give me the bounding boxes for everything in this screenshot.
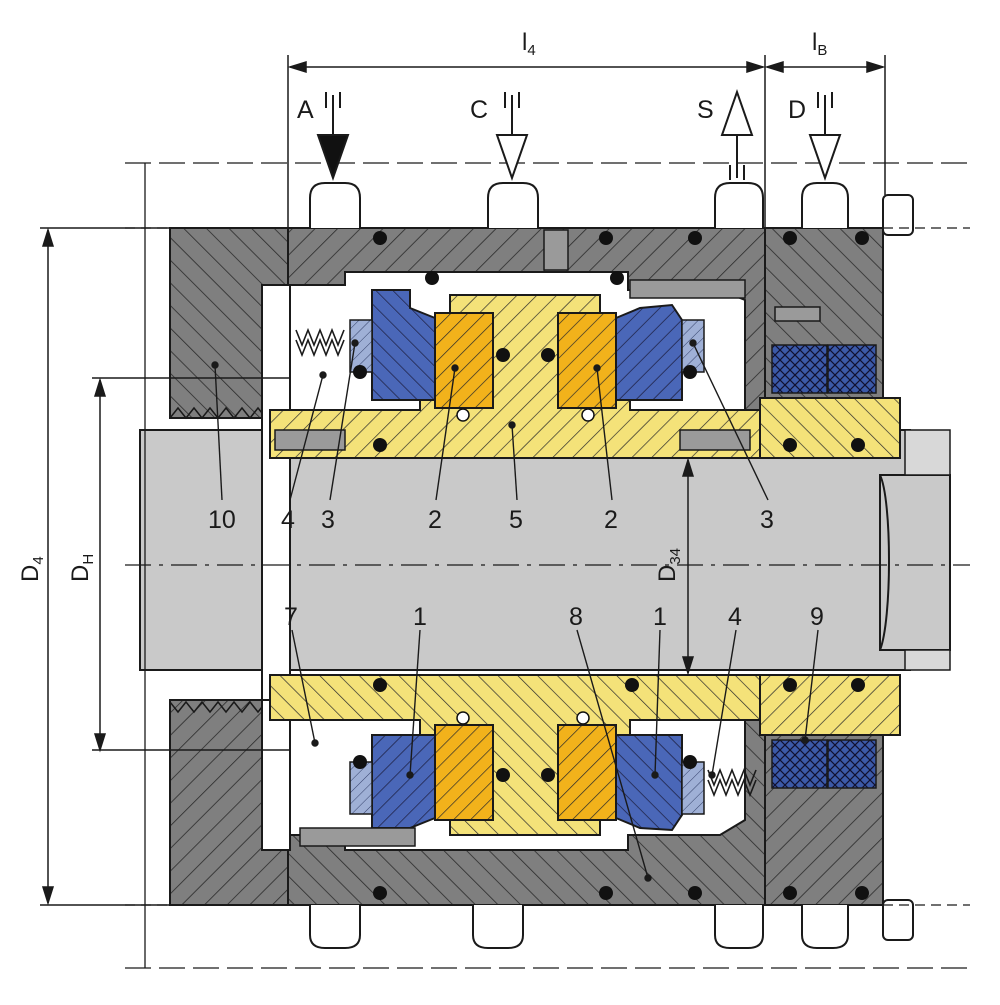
o-rings [353, 231, 869, 900]
port-A-label: A [297, 96, 314, 124]
dim-D34-label: D34 [654, 548, 684, 582]
port-C-label: C [470, 96, 488, 124]
part-number-labels: 10 4 3 2 5 2 3 7 1 8 1 4 9 [208, 506, 824, 631]
dim-D4-label: D4 [17, 556, 47, 582]
part-label-1-bottom-left: 1 [413, 603, 427, 631]
part-label-3-top-left: 3 [321, 506, 335, 534]
port-D-label: D [788, 96, 806, 124]
leader-lines [211, 339, 819, 882]
part-label-2-top-left: 2 [428, 506, 442, 534]
part-label-8: 8 [569, 603, 583, 631]
rotating-seal-rings [434, 312, 617, 821]
part-label-5: 5 [509, 506, 523, 534]
part-label-10: 10 [208, 506, 236, 534]
dim-lB-label: lB [812, 29, 827, 59]
port-labels: A C S D [297, 96, 806, 124]
small-o-rings [456, 408, 595, 725]
port-nipples [309, 182, 914, 949]
port-S-label: S [697, 96, 714, 124]
shaft-sleeve [269, 294, 901, 836]
dimension-labels: l4 lB D4 DH D34 [17, 29, 827, 582]
part-label-4-bottom-right: 4 [728, 603, 742, 631]
dim-l4-label: l4 [522, 29, 536, 59]
dimension-lines [40, 55, 886, 906]
port-arrows [316, 88, 842, 182]
buffer-seal-rings [771, 344, 877, 789]
dim-DH-label: DH [67, 554, 97, 582]
part-label-4-top-left: 4 [281, 506, 295, 534]
springs [295, 327, 757, 798]
part-label-2-top-right: 2 [604, 506, 618, 534]
part-label-7: 7 [284, 603, 298, 631]
part-label-3-top-right: 3 [760, 506, 774, 534]
seal-housing [169, 227, 884, 906]
part-label-9: 9 [810, 603, 824, 631]
part-label-1-bottom-right: 1 [653, 603, 667, 631]
